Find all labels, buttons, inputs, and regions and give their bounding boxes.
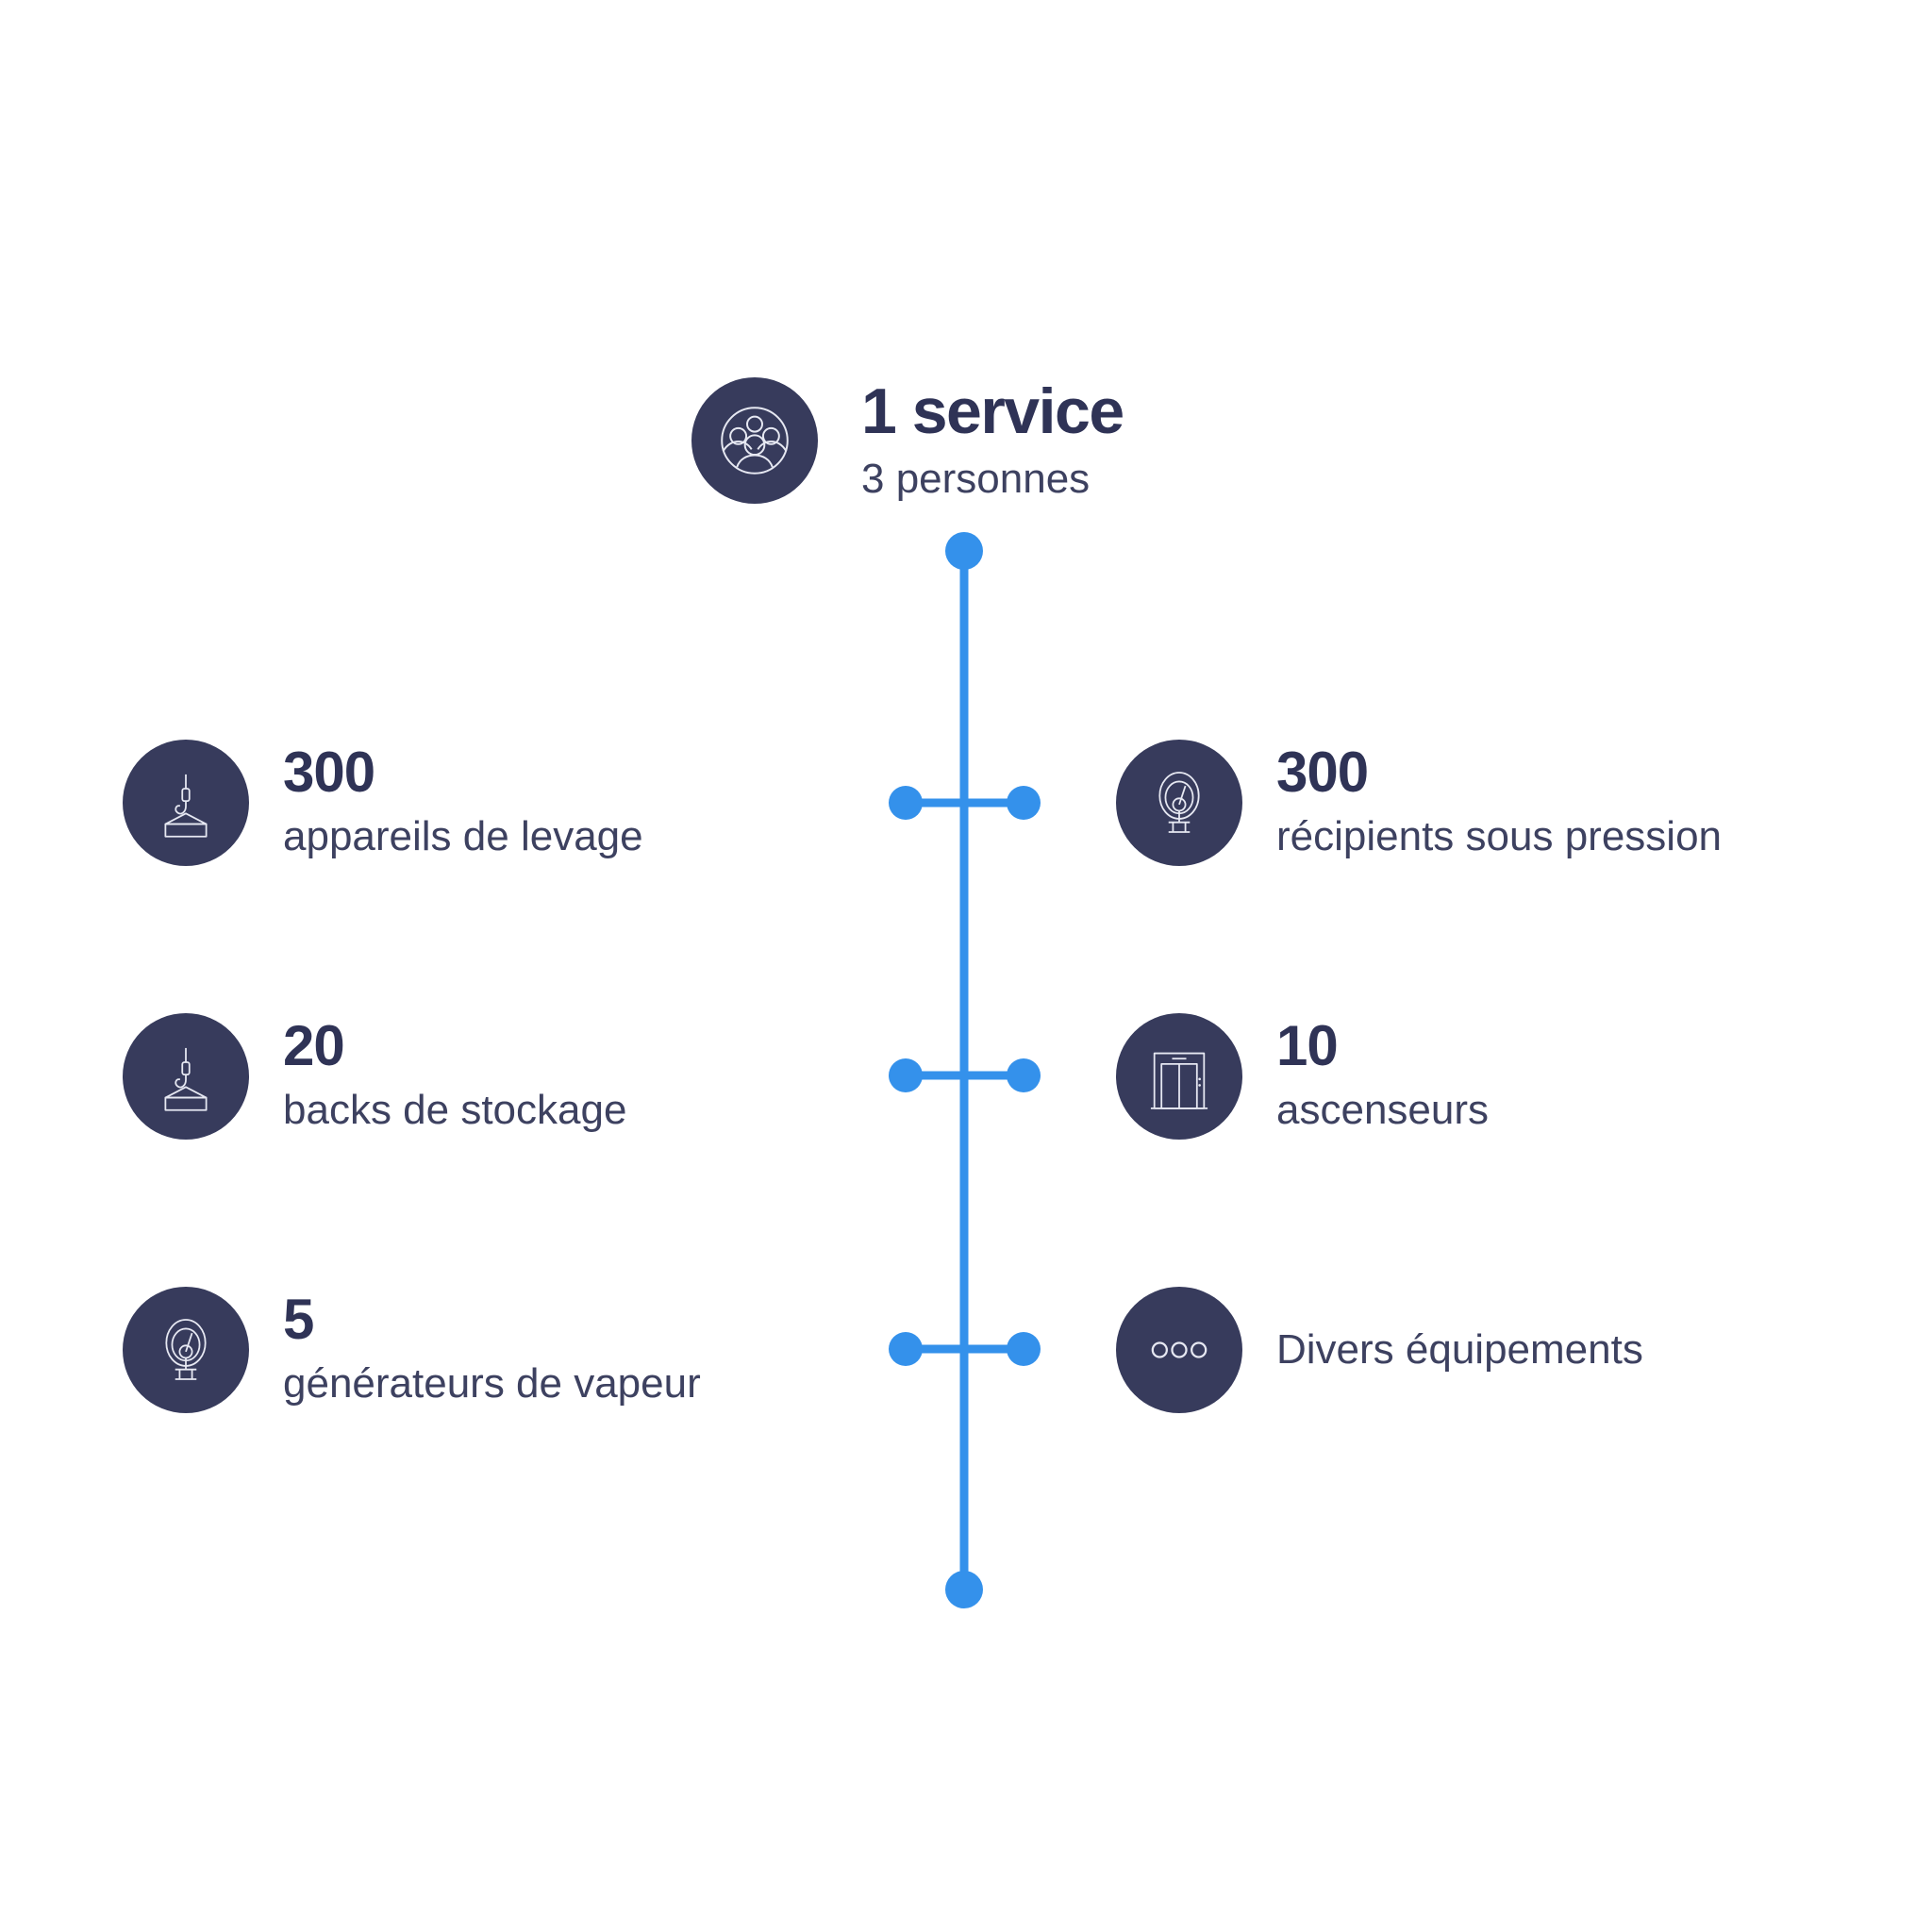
stat-text: 300 récipients sous pression	[1276, 740, 1723, 862]
stat-text: 10 ascenseurs	[1276, 1013, 1490, 1136]
stat-text: 5 générateurs de vapeur	[283, 1291, 701, 1409]
timeline-dot-right-3	[1007, 1332, 1041, 1366]
stat-item-backs-de-stockage[interactable]: 20 backs de stockage	[123, 1013, 774, 1140]
timeline-dot-right-1	[1007, 786, 1041, 820]
header-text: 1 service 3 personnes	[861, 377, 1124, 505]
timeline-dot-right-2	[1007, 1058, 1041, 1092]
header-block: 1 service 3 personnes	[691, 377, 1124, 505]
stat-label: backs de stockage	[283, 1086, 627, 1133]
stat-item-generateurs-de-vapeur[interactable]: 5 générateurs de vapeur	[123, 1287, 774, 1413]
stat-item-recipients-sous-pression[interactable]: 300 récipients sous pression	[1116, 740, 1833, 866]
stat-number: 300	[1276, 740, 1369, 804]
timeline-dot-left-3	[889, 1332, 923, 1366]
stat-text: 300 appareils de levage	[283, 740, 643, 862]
page-subtitle: 3 personnes	[861, 456, 1091, 502]
stat-item-divers-equipements[interactable]: Divers équipements	[1116, 1287, 1833, 1413]
stat-item-appareils-de-levage[interactable]: 300 appareils de levage	[123, 740, 774, 866]
timeline-bottom-dot	[945, 1571, 983, 1608]
stat-text: Divers équipements	[1276, 1325, 1643, 1375]
three-dots-icon	[1116, 1287, 1242, 1413]
lifting-hook-icon	[123, 740, 249, 866]
stat-item-ascenseurs[interactable]: 10 ascenseurs	[1116, 1013, 1833, 1140]
stat-label: Divers équipements	[1276, 1325, 1643, 1373]
stat-text: 20 backs de stockage	[283, 1013, 627, 1136]
stat-number: 10	[1276, 1013, 1339, 1077]
stat-label: générateurs de vapeur	[283, 1359, 701, 1407]
page-title: 1 service	[861, 375, 1124, 447]
stat-number: 300	[283, 740, 375, 804]
stat-label: ascenseurs	[1276, 1086, 1490, 1133]
lifting-hook-icon	[123, 1013, 249, 1140]
people-group-icon	[691, 377, 818, 504]
timeline-dot-left-2	[889, 1058, 923, 1092]
pressure-gauge-icon	[1116, 740, 1242, 866]
stat-number: 20	[283, 1013, 345, 1077]
stat-label: appareils de levage	[283, 812, 643, 859]
stat-label: récipients sous pression	[1276, 812, 1723, 859]
stat-number: 5	[283, 1287, 314, 1351]
timeline-top-dot	[945, 532, 983, 570]
pressure-gauge-icon	[123, 1287, 249, 1413]
elevator-icon	[1116, 1013, 1242, 1140]
timeline-dot-left-1	[889, 786, 923, 820]
